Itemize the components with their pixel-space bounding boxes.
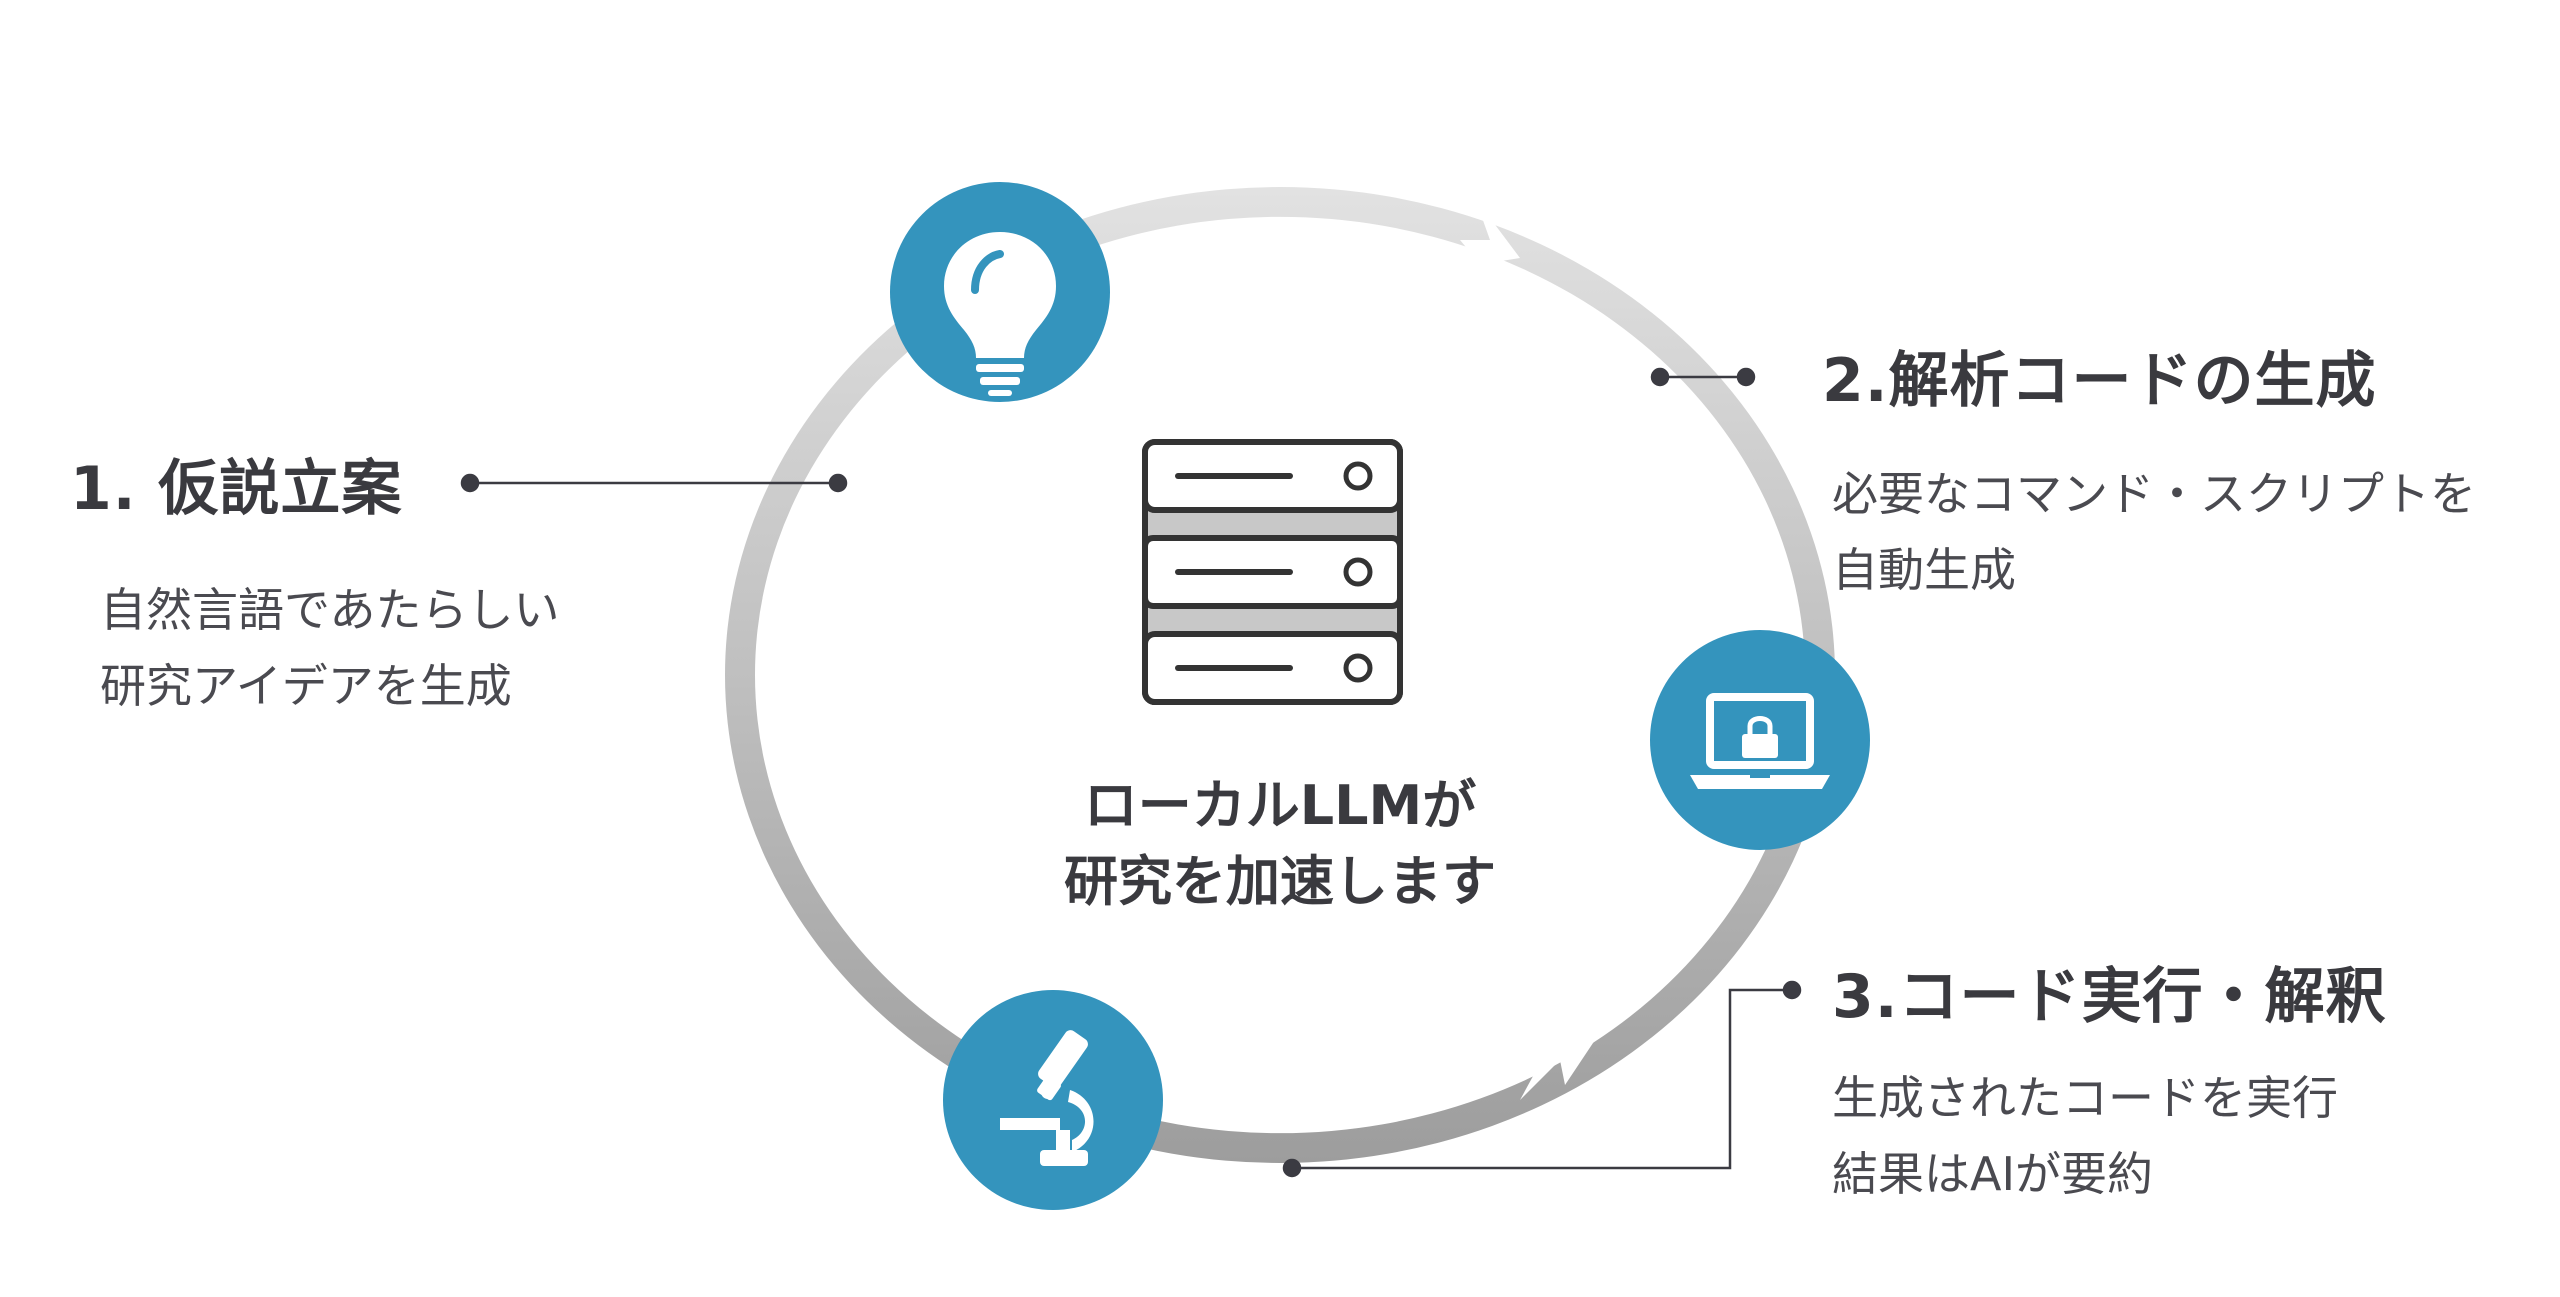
step3-description: 生成されたコードを実行 結果はAIが要約: [1832, 1060, 2338, 1212]
step2-node: [1650, 630, 1870, 850]
lightbulb-icon: [944, 232, 1056, 396]
microscope-icon: [1000, 1030, 1094, 1166]
step3-desc-line1: 生成されたコードを実行: [1832, 1071, 2338, 1125]
server-icon: [1142, 439, 1403, 705]
step3-desc-line2: 結果はAIが要約: [1832, 1147, 2154, 1201]
cycle-arrow-notch-top: [1460, 198, 1520, 300]
laptop-lock-icon: [1690, 693, 1830, 789]
center-label-line2: 研究を加速します: [1064, 850, 1496, 913]
step1-title: 1. 仮説立案: [70, 454, 403, 524]
step1-desc-line2: 研究アイデアを生成: [100, 659, 512, 713]
step1-node: [890, 182, 1110, 402]
step2-description: 必要なコマンド・スクリプトを 自動生成: [1832, 456, 2476, 608]
step3-node: [943, 990, 1163, 1210]
connector-step1: [460, 473, 848, 493]
connector-step3: [1282, 980, 1802, 1178]
connector-step2: [1650, 367, 1756, 387]
cycle-arrow-notch-left: [770, 700, 815, 800]
cycle-arrow-notch-bottom: [1520, 1025, 1605, 1100]
step3-title: 3.コード実行・解釈: [1832, 962, 2387, 1032]
step2-desc-line1: 必要なコマンド・スクリプトを: [1832, 467, 2476, 521]
step2-desc-line2: 自動生成: [1832, 543, 2016, 597]
step2-title: 2.解析コードの生成: [1822, 346, 2377, 416]
center-label-line1: ローカルLLMが: [1083, 774, 1477, 837]
step1-description: 自然言語であたらしい 研究アイデアを生成: [100, 572, 560, 724]
step1-desc-line1: 自然言語であたらしい: [100, 583, 560, 637]
center-label: ローカルLLMが 研究を加速します: [1000, 768, 1560, 920]
